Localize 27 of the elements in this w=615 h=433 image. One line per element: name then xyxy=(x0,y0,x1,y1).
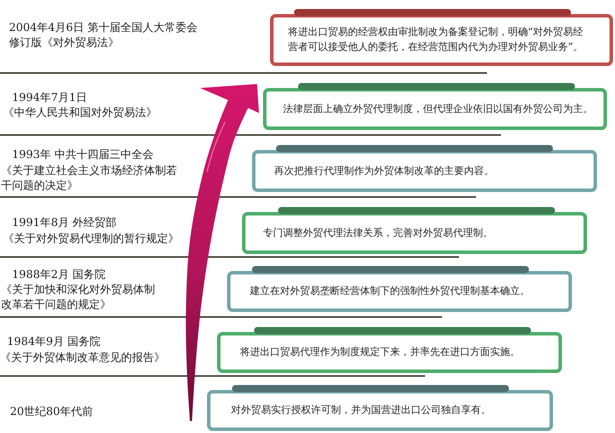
date-issuer-heading: 1988年2月 国务院 xyxy=(12,266,106,282)
date-issuer-heading: 2004年4月6日 第十届全国人大常委会 xyxy=(9,20,198,34)
event-box xyxy=(263,83,607,130)
date-issuer-heading: 1991年8月 外经贸部 xyxy=(12,214,116,230)
document-title: 《关于加快和深化对外贸易体制改革若干问题的规定》 xyxy=(1,282,156,312)
document-title: 《关于对外贸易代理制的暂行规定》 xyxy=(3,230,179,246)
event-box xyxy=(217,327,562,373)
event-box xyxy=(207,385,553,431)
date-issuer-heading: 1993年 中共十四届三中全会 xyxy=(12,146,154,162)
event-box xyxy=(252,145,597,192)
document-title: 《中华人民共和国对外贸易法》 xyxy=(3,105,157,120)
event-description: 将进出口贸易的经营权由审批制改为备案登记制，明确“对外贸易经营者可以接受他人的委托，在经营范围内代为办理对外贸易业务”。 xyxy=(288,26,584,55)
event-description: 将进出口贸易代理作为制度规定下来，并率先在进口方面实施。 xyxy=(240,346,520,360)
event-box xyxy=(227,266,572,312)
document-title: 修订版《对外贸易法》 xyxy=(9,34,119,50)
period-label: 20世纪80年代前 xyxy=(10,404,93,418)
event-description: 法律层面上确立外贸代理制度，但代理企业依旧以国有外贸公司为主。 xyxy=(283,102,593,116)
document-title: 《关于建立社会主义市场经济体制若干问题的决定》 xyxy=(1,162,178,192)
event-box xyxy=(270,9,613,66)
event-description: 对外贸易实行授权许可制，并为国营进出口公司独自享有。 xyxy=(231,404,491,418)
event-description: 建立在对外贸易垄断经营体制下的强制性外贸代理制基本确立。 xyxy=(250,284,530,299)
event-box xyxy=(242,207,587,254)
event-description: 再次把推行代理制作为外贸体制改革的主要内容。 xyxy=(274,164,494,178)
date-issuer-heading: 1984年9月 国务院 xyxy=(7,334,100,348)
document-title: 《关于外贸体制改革意见的报告》 xyxy=(0,350,165,364)
event-description: 专门调整外贸代理法律关系，完善对外贸易代理制。 xyxy=(263,226,493,240)
date-heading: 1994年7月1日 xyxy=(12,90,87,105)
